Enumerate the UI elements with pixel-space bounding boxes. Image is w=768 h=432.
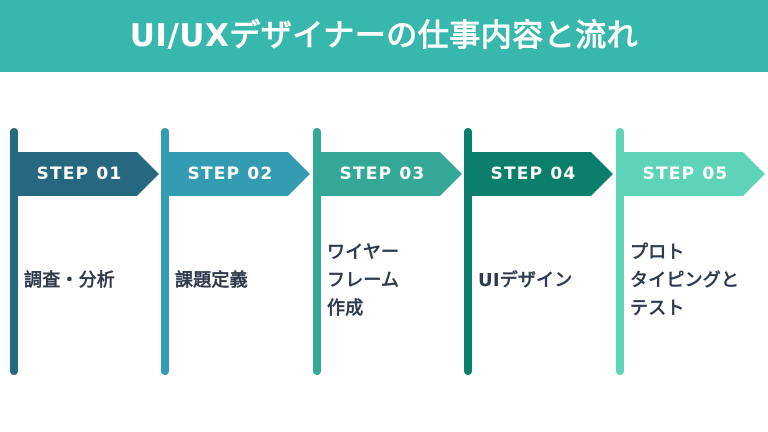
step-item-4[interactable]: STEP 04 UIデザイン xyxy=(454,72,606,432)
step-body-label-2: 課題定義 xyxy=(175,270,248,292)
step-banner-1[interactable]: STEP 01 xyxy=(14,152,159,196)
step-bar-3 xyxy=(313,128,321,375)
step-body-5: プロト タイピングと テスト xyxy=(630,206,754,356)
step-bar-1 xyxy=(10,128,18,375)
step-badge-label-1: STEP 01 xyxy=(36,164,123,184)
page-title: UI/UXデザイナーの仕事内容と流れ xyxy=(129,17,639,54)
header-band: UI/UXデザイナーの仕事内容と流れ xyxy=(0,0,768,72)
step-body-label-1: 調査・分析 xyxy=(24,270,115,292)
step-badge-label-3: STEP 03 xyxy=(339,164,426,184)
step-body-label-3: ワイヤー フレーム 作成 xyxy=(327,242,400,319)
step-body-label-5: プロト タイピングと テスト xyxy=(630,242,740,319)
step-body-2: 課題定義 xyxy=(175,206,299,356)
step-bar-4 xyxy=(464,128,472,375)
step-body-4: UIデザイン xyxy=(478,206,602,356)
step-body-1: 調査・分析 xyxy=(24,206,148,356)
step-banner-2[interactable]: STEP 02 xyxy=(165,152,310,196)
step-body-3: ワイヤー フレーム 作成 xyxy=(327,206,451,356)
step-item-2[interactable]: STEP 02 課題定義 xyxy=(151,72,303,432)
step-bar-2 xyxy=(161,128,169,375)
step-badge-label-5: STEP 05 xyxy=(642,164,729,184)
step-badge-label-4: STEP 04 xyxy=(490,164,577,184)
steps-container: STEP 01 調査・分析 STEP 02 課題定義 STEP 03 ワイヤー … xyxy=(0,72,768,432)
step-bar-5 xyxy=(616,128,624,375)
step-banner-5[interactable]: STEP 05 xyxy=(620,152,765,196)
step-item-3[interactable]: STEP 03 ワイヤー フレーム 作成 xyxy=(303,72,455,432)
step-badge-label-2: STEP 02 xyxy=(187,164,274,184)
step-item-5[interactable]: STEP 05 プロト タイピングと テスト xyxy=(606,72,758,432)
step-banner-3[interactable]: STEP 03 xyxy=(317,152,462,196)
step-item-1[interactable]: STEP 01 調査・分析 xyxy=(0,72,152,432)
step-banner-4[interactable]: STEP 04 xyxy=(468,152,613,196)
step-body-label-4: UIデザイン xyxy=(478,270,573,292)
